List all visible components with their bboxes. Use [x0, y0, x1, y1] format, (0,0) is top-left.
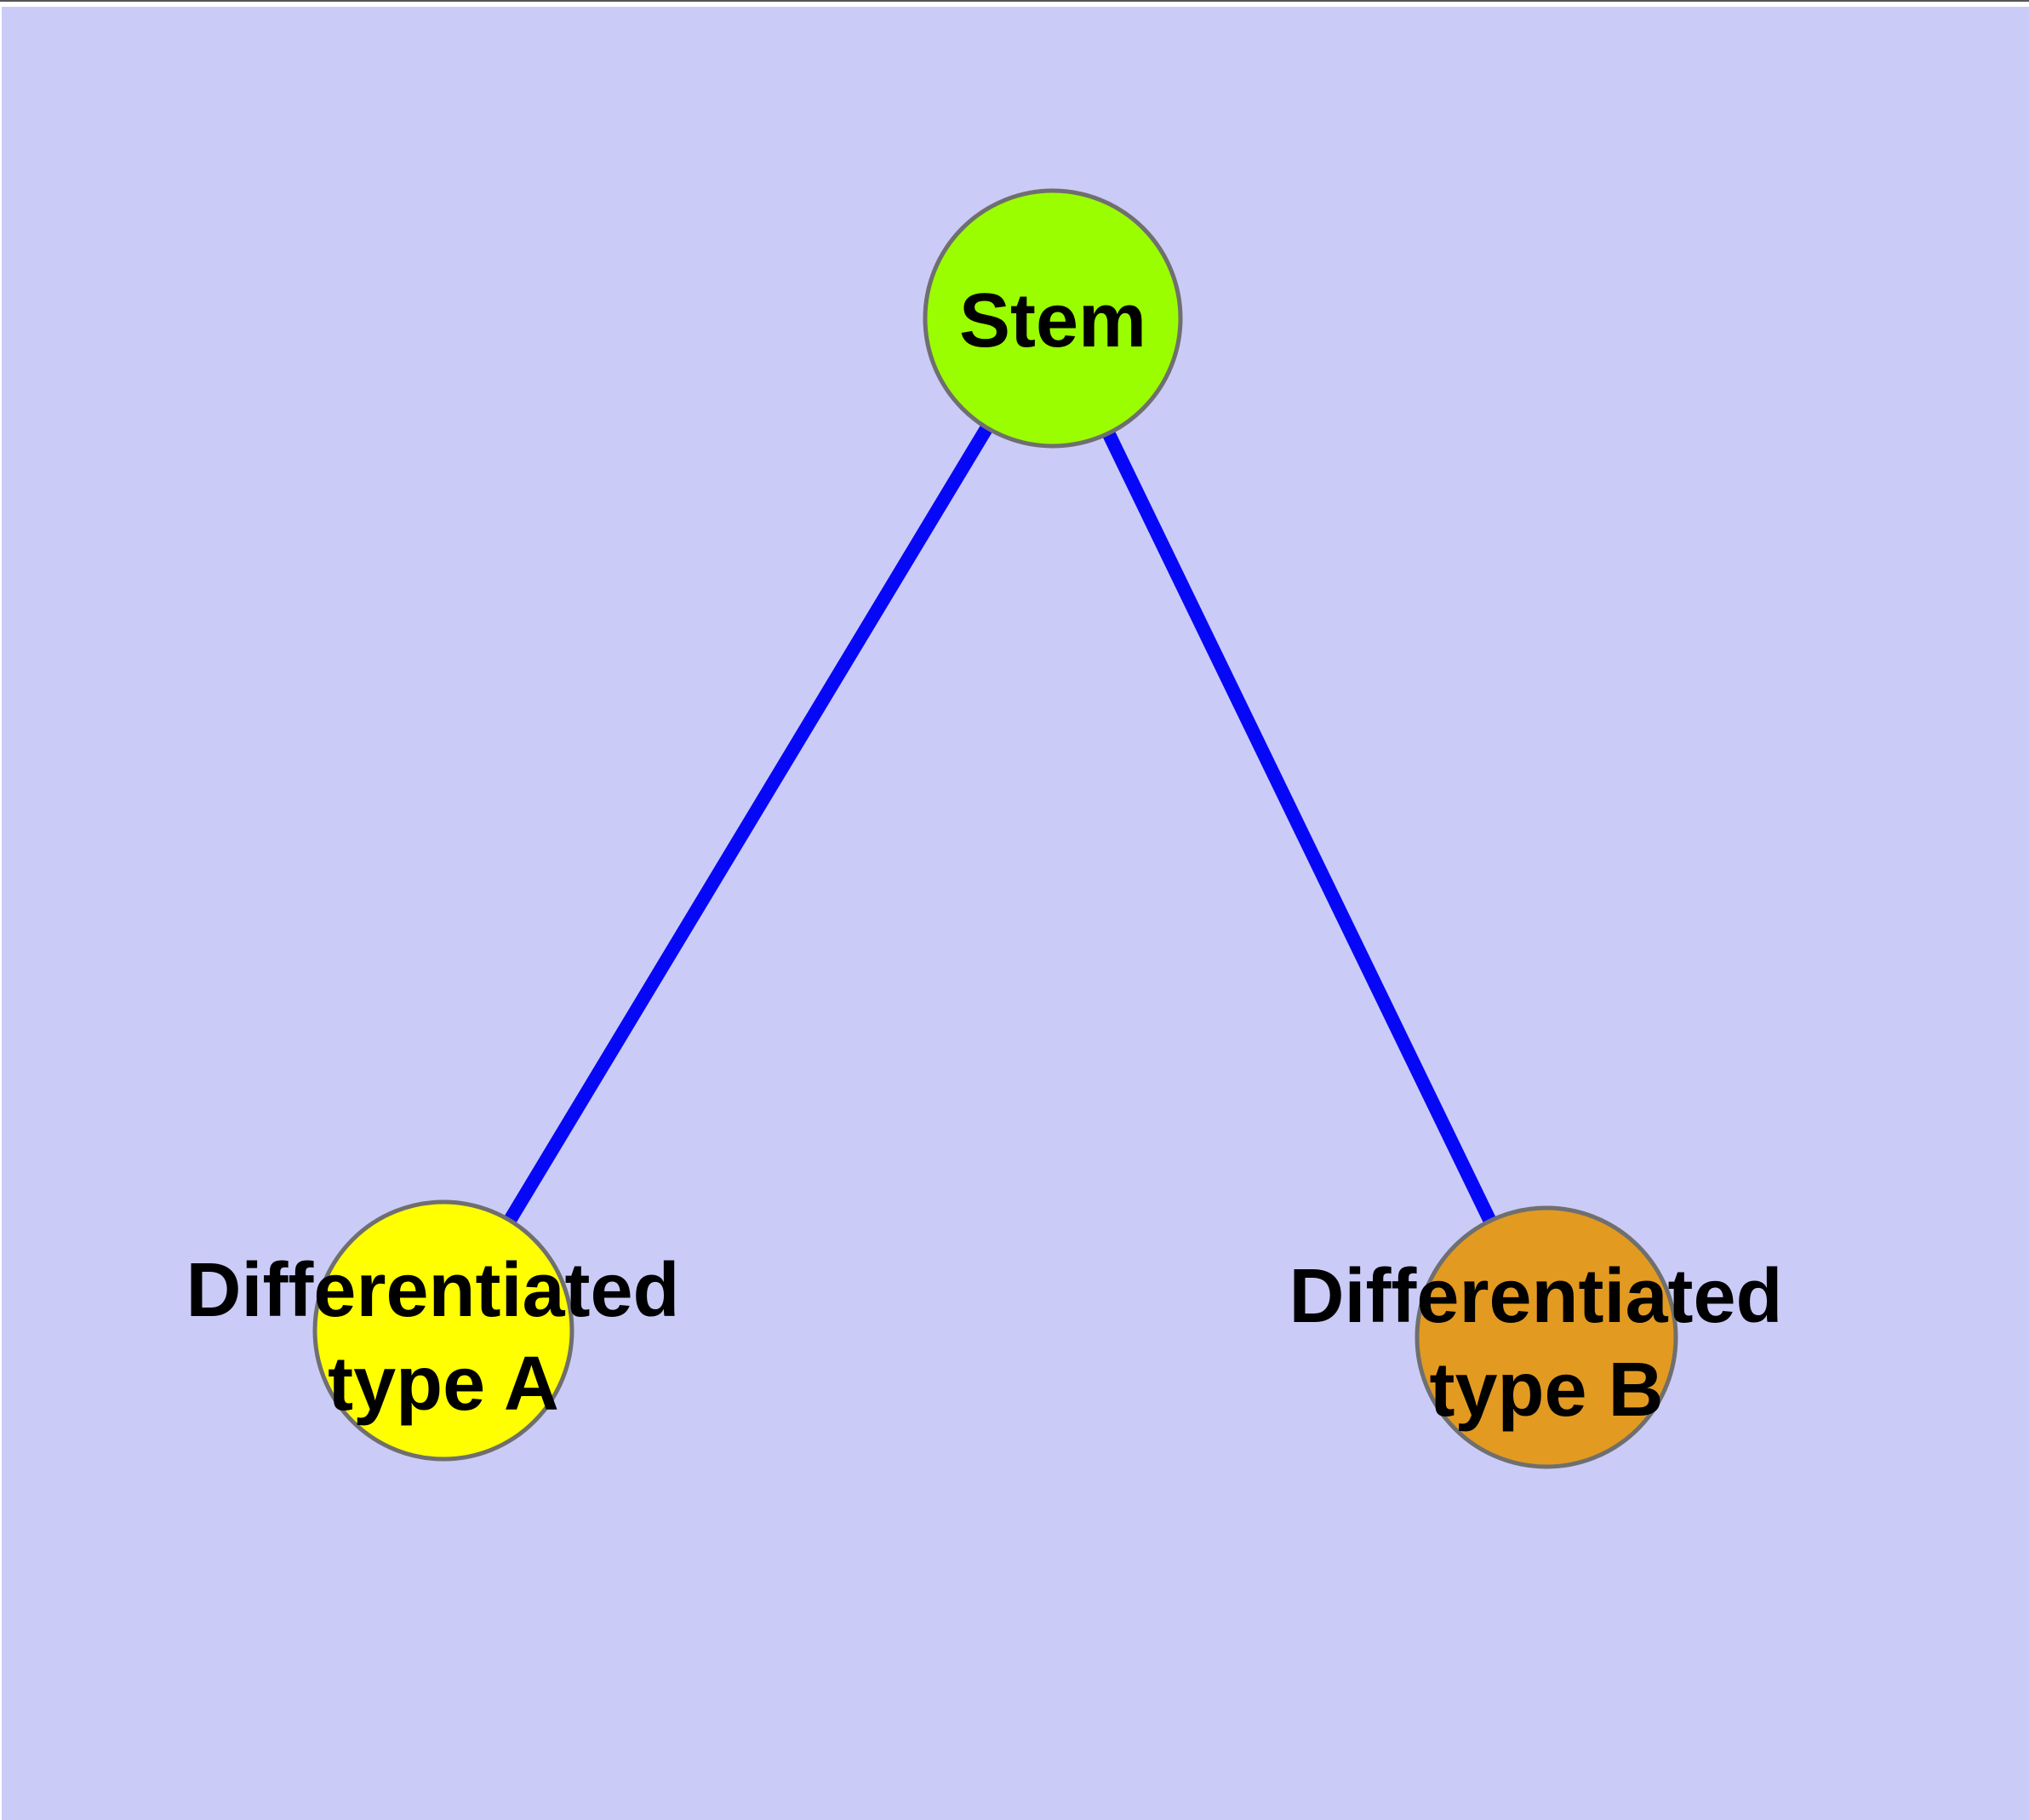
node-type-b-label: Differentiated type B: [1289, 1254, 1803, 1433]
node-type-b-label-line1: Differentiated: [1289, 1254, 1782, 1339]
window-top-gap: [0, 2, 2029, 7]
edge-stem-to-type-b: [1046, 315, 1553, 1341]
node-differentiated-type-a: [312, 1199, 574, 1462]
node-differentiated-type-b: [1415, 1205, 1678, 1469]
node-type-a-label-line1: Differentiated: [186, 1248, 679, 1333]
node-stem: [923, 188, 1183, 449]
node-type-a-label: Differentiated type A: [186, 1248, 700, 1427]
node-type-a-label-line2: type A: [328, 1342, 559, 1427]
node-stem-label: Stem: [959, 278, 1146, 363]
node-type-b-label-line2: type B: [1429, 1348, 1663, 1433]
edge-stem-to-type-a: [437, 314, 1059, 1335]
window-top-border: [0, 0, 2029, 2]
